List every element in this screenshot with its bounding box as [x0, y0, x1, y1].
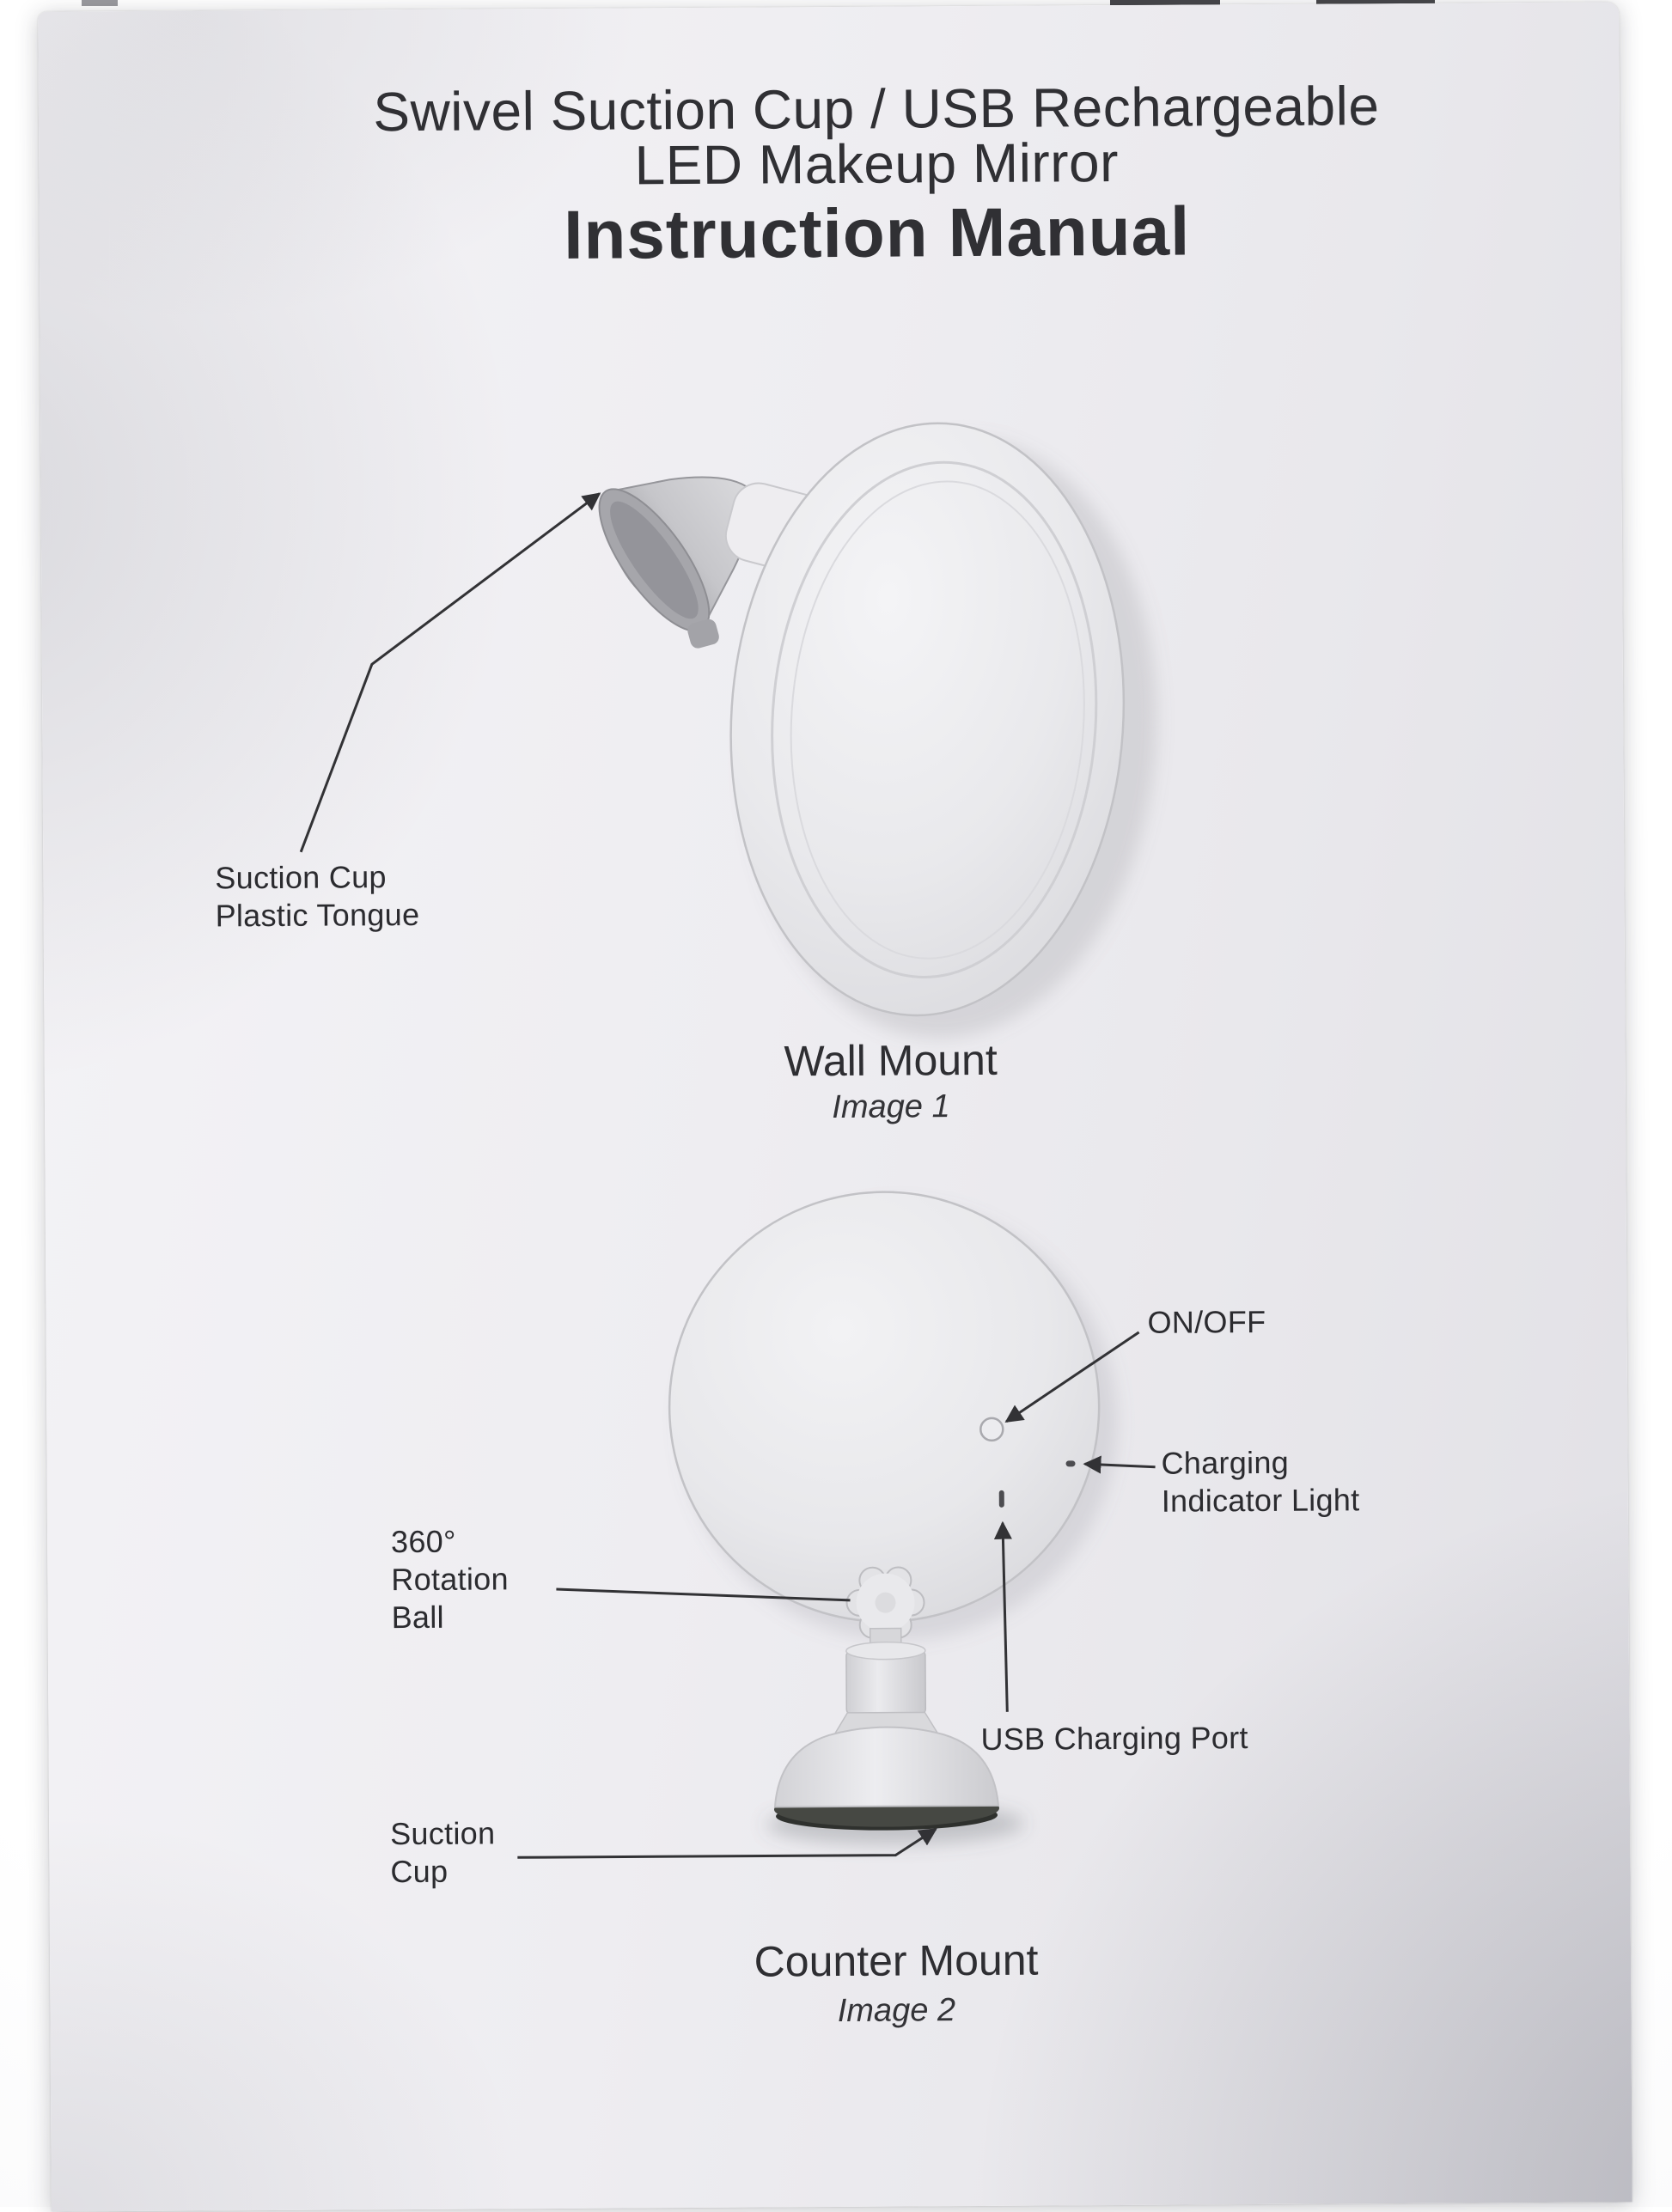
charging-indicator-dot: [1065, 1460, 1076, 1467]
usb-port-slot: [998, 1490, 1004, 1508]
mirror-ring-2: [790, 480, 1085, 960]
charging-leader-line: [1083, 1455, 1156, 1474]
diagram-art: [299, 422, 1157, 1859]
base-dome: [773, 1726, 1000, 1808]
background-shadow: [82, 0, 118, 6]
mirror-back: [668, 1191, 1101, 1623]
title-line-3: Instruction Manual: [563, 192, 1191, 273]
callout-charging-indicator-light: Charging Indicator Light: [1161, 1444, 1360, 1519]
callout-360-rotation-ball: 360° Rotation Ball: [390, 1523, 509, 1635]
wall-mount-caption: Wall Mount: [784, 1035, 998, 1086]
suction-cup-inner: [610, 501, 699, 619]
rotation-ball-center: [875, 1592, 896, 1613]
counter-mount-illustration: [517, 1191, 1156, 1859]
stand-column-top: [845, 1641, 926, 1661]
title-line-2: LED Makeup Mirror: [634, 131, 1120, 197]
callout-on-off: ON/OFF: [1147, 1303, 1266, 1340]
rotation-ball: [845, 1566, 925, 1639]
usb-leader-line: [993, 1520, 1012, 1712]
mirror-ring-1: [771, 460, 1098, 978]
manual-page: Swivel Suction Cup / USB Rechargeable LE…: [38, 2, 1632, 2212]
callout-usb-charging-port: USB Charging Port: [980, 1720, 1248, 1757]
mirror-face: [729, 422, 1126, 1017]
suction-tongue-leader-line: [299, 492, 601, 853]
suction-cup-tongue-tab: [687, 619, 719, 649]
callout-suction-cup-plastic-tongue: Suction Cup Plastic Tongue: [215, 859, 420, 934]
counter-mount-caption: Counter Mount: [754, 1935, 1039, 1986]
rotation-leader-line: [556, 1587, 851, 1602]
wall-mount-illustration: [299, 422, 1157, 1039]
callout-suction-cup: Suction Cup: [390, 1815, 496, 1890]
on-off-leader-line: [1004, 1331, 1140, 1423]
suction-cup-leader-line: [517, 1828, 937, 1859]
stand-column: [845, 1649, 927, 1715]
suction-cup-shape: [598, 476, 754, 649]
power-button: [979, 1417, 1004, 1442]
